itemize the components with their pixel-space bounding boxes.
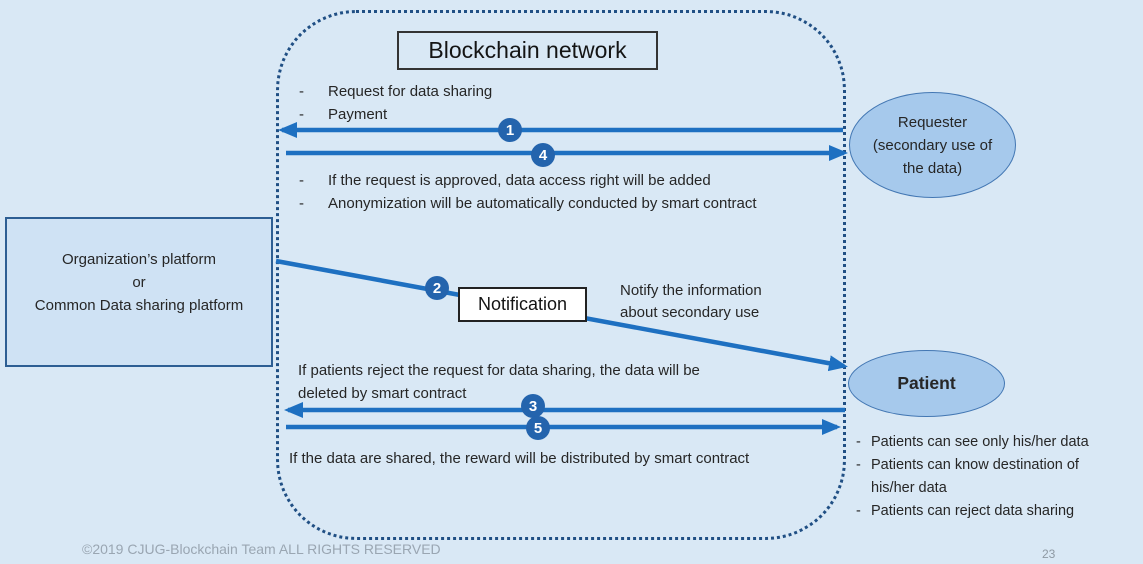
requester-label-line: the data) <box>902 159 963 177</box>
patient-ellipse: Patient <box>848 350 1005 417</box>
patient-bullet-list: - Patients can see only his/her data - P… <box>856 431 1128 523</box>
platform-box: Organization’s platform or Common Data s… <box>5 217 273 367</box>
page-number: 23 <box>1042 547 1056 561</box>
list-item: - Request for data sharing <box>299 80 492 103</box>
step-badge-4: 4 <box>531 143 555 167</box>
platform-box-line: Common Data sharing platform <box>34 297 244 314</box>
reward-note: If the data are shared, the reward will … <box>289 450 750 467</box>
step-badge-3: 3 <box>521 394 545 418</box>
bullet-dash: - <box>299 83 304 100</box>
notification-note: Notify the information about secondary u… <box>620 280 762 324</box>
patient-label: Patient <box>897 373 956 393</box>
patient-bullet-text: Patients can reject data sharing <box>871 503 1075 519</box>
platform-box-line: or <box>132 274 146 291</box>
step-badge-5: 5 <box>526 416 550 440</box>
notification-note-line: Notify the information <box>620 282 762 299</box>
bullet-dash: - <box>299 195 304 212</box>
requester-label-line: Requester <box>897 113 968 131</box>
step-badge-1: 1 <box>498 118 522 142</box>
bullet-dash: - <box>299 106 304 123</box>
notification-label: Notification <box>477 294 568 314</box>
list-item: - Anonymization will be automatically co… <box>299 192 757 215</box>
blockchain-network-title-box: Blockchain network <box>397 31 658 70</box>
bullet-dash: - <box>856 434 861 450</box>
list-item: - Patients can know destination of his/h… <box>856 454 1128 500</box>
request-bullet-text: Payment <box>328 106 388 123</box>
list-item: - If the request is approved, data acces… <box>299 169 757 192</box>
patient-bullet-text: Patients can see only his/her data <box>871 434 1089 450</box>
bullet-dash: - <box>856 457 861 473</box>
approval-bullet-text: Anonymization will be automatically cond… <box>328 195 757 212</box>
step-badge-2: 2 <box>425 276 449 300</box>
request-bullet-list: - Request for data sharing - Payment <box>299 80 492 126</box>
list-item: - Patients can reject data sharing <box>856 500 1128 523</box>
platform-box-line: Organization’s platform <box>62 251 216 268</box>
reject-note: If patients reject the request for data … <box>298 359 700 405</box>
bullet-dash: - <box>299 172 304 189</box>
list-item: - Patients can see only his/her data <box>856 431 1128 454</box>
request-bullet-text: Request for data sharing <box>328 83 493 100</box>
reject-note-line: deleted by smart contract <box>298 385 467 402</box>
bullet-dash: - <box>856 503 861 519</box>
requester-ellipse: Requester (secondary use of the data) <box>849 92 1016 198</box>
notification-note-line: about secondary use <box>620 304 760 321</box>
requester-label-line: (secondary use of <box>872 136 993 154</box>
copyright-footer: ©2019 CJUG-Blockchain Team ALL RIGHTS RE… <box>82 541 441 557</box>
reject-note-line: If patients reject the request for data … <box>298 362 700 379</box>
approval-bullet-list: - If the request is approved, data acces… <box>299 169 757 215</box>
notification-box: Notification <box>458 287 587 322</box>
approval-bullet-text: If the request is approved, data access … <box>328 172 711 189</box>
blockchain-network-title: Blockchain network <box>428 37 627 63</box>
patient-bullet-line: Patients can know destination of <box>871 457 1079 473</box>
patient-bullet-text: Patients can know destination of his/her… <box>871 454 1079 500</box>
list-item: - Payment <box>299 103 492 126</box>
patient-bullet-line: his/her data <box>871 480 947 496</box>
